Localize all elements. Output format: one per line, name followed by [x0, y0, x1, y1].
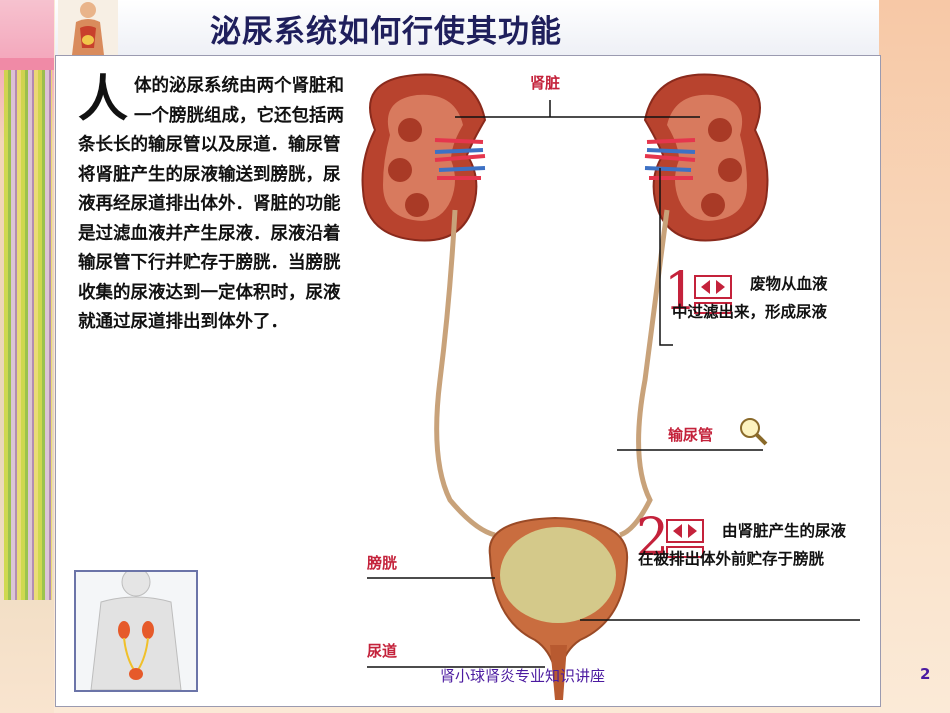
step1-text: 废物从血液中过滤出来，形成尿液 [672, 274, 828, 321]
drop-cap: 人 [78, 69, 128, 128]
left-kidney [361, 73, 487, 242]
page-title: 泌尿系统如何行使其功能 [210, 14, 562, 50]
footer-text: 肾小球肾炎专业知识讲座 [440, 667, 606, 685]
step1-leader-line [659, 168, 673, 346]
pink-accent-bar [0, 58, 54, 70]
urinary-system-diagram [361, 73, 860, 700]
right-decorative-strip [878, 0, 950, 713]
step1-number: 1 [664, 262, 698, 322]
play-controls-icon-2[interactable] [666, 519, 704, 558]
ureter-label: 输尿管 [668, 426, 714, 444]
play-controls-icon[interactable] [694, 275, 732, 314]
body-outline-icon [74, 570, 198, 692]
left-decorative-strip [0, 0, 54, 713]
kidney-label-line [455, 100, 700, 118]
urethra-label: 尿道 [367, 642, 398, 660]
step2-number: 2 [636, 508, 670, 568]
magnifier-icon[interactable] [740, 418, 768, 446]
right-kidney [643, 73, 769, 242]
human-figure-icon [58, 0, 118, 55]
page-number: 2 [920, 665, 931, 683]
right-ureter [619, 209, 670, 538]
stripe-pattern [4, 70, 52, 600]
body-paragraph: 人 体的泌尿系统由两个肾脏和一个膀胱组成，它还包括两条长长的输尿管以及尿道．输尿… [78, 72, 348, 338]
body-text-rest: 体的泌尿系统由两个肾脏和一个膀胱组成，它还包括两条长长的输尿管以及尿道．输尿管将… [78, 76, 344, 332]
bladder-label: 膀胱 [367, 554, 398, 572]
left-ureter [434, 209, 496, 538]
bladder [488, 516, 629, 700]
step2-text: 由肾脏产生的尿液在被排出体外前贮存于膀胱 [638, 521, 847, 568]
kidney-label: 肾脏 [530, 74, 561, 92]
